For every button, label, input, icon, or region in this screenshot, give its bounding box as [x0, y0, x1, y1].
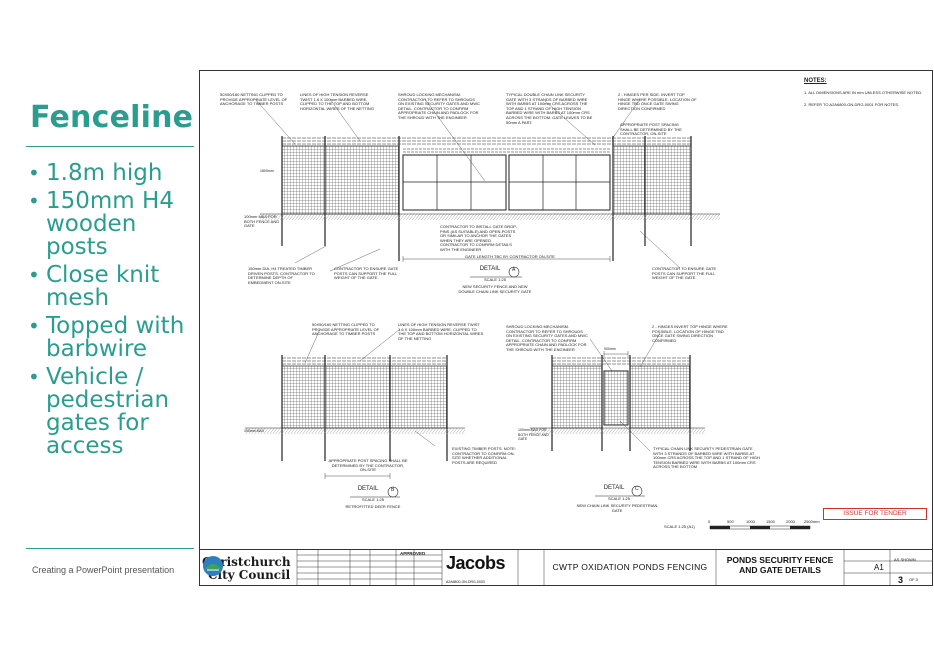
drawing-number: A2A6800-GN-DRG-0003 — [446, 580, 485, 584]
callout-text: CONTRACTOR TO INSTALL GATE DROP-PINS (AS… — [440, 224, 518, 252]
callout-text: APPROPRIATE POST SPACING SHALL BE DETERM… — [328, 458, 408, 473]
gate-leaf-right — [508, 154, 611, 211]
dimension-label: GATE LENGTH TBC BY CONTRACTOR ON-SITE — [465, 254, 555, 259]
bullet-dot-icon: • — [28, 161, 40, 185]
title-block: Christchurch City Council APPROVED Jacob… — [200, 549, 932, 585]
bullet-item: •Vehicle / pedestrian gates for access — [26, 366, 196, 458]
callout-text: TYPICAL DOUBLE CHAIN LINK SECURITY GATE … — [506, 92, 593, 125]
footer-divider — [26, 548, 194, 549]
bullet-item: •1.8m high — [26, 162, 196, 185]
callout-text: CONTRACTOR TO ENSURE GATE POSTS CAN SUPP… — [652, 266, 717, 281]
bullet-dot-icon: • — [28, 365, 40, 389]
detail-scale: SCALE 1:25 — [607, 496, 630, 501]
dimension-label: 1800mm — [260, 169, 274, 173]
callout-text: SHROUD LOCKING MECHANISM. CONTRACTOR TO … — [398, 92, 480, 120]
callout-text: 2 - HINGES PER SIDE. INVERT TOP HINGE WH… — [618, 92, 697, 111]
callout-text: EXISTING TIMBER POSTS. NOTE: CONTRACTOR … — [452, 446, 516, 465]
detail-label: DETAIL — [479, 266, 501, 272]
callout-text: 150mm DIA. H4 TREATED TIMBER DRIVEN POST… — [248, 266, 315, 285]
scale-tick: 0 — [708, 519, 711, 524]
bullet-dot-icon: • — [28, 314, 40, 338]
callout-text: LINES OF HIGH TENSION REVERSE TWIST 1.6 … — [398, 322, 484, 341]
bullet-item: •Close knit mesh — [26, 264, 196, 310]
bullet-dot-icon: • — [28, 263, 40, 287]
drawing-linework — [245, 98, 932, 585]
detail-caption: NEW CHAIN LINK SECURITY PEDESTRIAN GATE — [576, 503, 658, 513]
detail-caption: RETROFITTED DEER FENCE — [345, 504, 401, 509]
detail-caption: NEW SECURITY FENCE AND NEW DOUBLE CHAIN … — [458, 284, 532, 294]
client-logo: Christchurch City Council — [202, 555, 291, 582]
posts-a — [281, 136, 692, 261]
footer-text: Creating a PowerPoint presentation — [32, 565, 175, 575]
council-crest-icon — [203, 556, 223, 576]
scale-tick: 2000 — [786, 519, 795, 524]
detail-a-fence — [254, 98, 720, 278]
scale-bar — [709, 525, 811, 530]
note-item: 2. REFER TO A2A6800-GN-DRG-0001 FOR NOTE… — [804, 102, 900, 107]
drawing-sheet: NOTES: 1. ALL DIMENSIONS ARE IN mm UNLES… — [199, 70, 933, 586]
bullet-text: Close knit mesh — [46, 262, 160, 311]
consultant-logo: Jacobs — [446, 553, 506, 573]
callout-text: CONTRACTOR TO ENSURE GATE POSTS CAN SUPP… — [334, 266, 399, 281]
bullet-list: •1.8m high •150mm H4 wooden posts •Close… — [26, 162, 196, 463]
sheet-of: OF 3 — [909, 577, 918, 582]
approved-label: APPROVED — [400, 551, 426, 556]
title-divider — [26, 146, 194, 147]
detail-label: DETAIL — [357, 486, 379, 492]
detail-label: DETAIL — [603, 485, 625, 491]
bullet-dot-icon: • — [28, 189, 40, 213]
callout-text: SHROUD LOCKING MECHANISM. CONTRACTOR TO … — [506, 324, 588, 352]
scale-tick: 500 — [727, 519, 734, 524]
callout-text: 100mm MAX FOR BOTH FENCE AND GATE — [518, 428, 549, 442]
callout-text: 50X50/160 NETTING CLIPPED TO PROVIDE APP… — [312, 322, 380, 337]
callout-text: 2 - HINGES INVERT TOP HINGE WHERE POSSIB… — [652, 324, 728, 343]
scale-tick: 1000 — [746, 519, 755, 524]
bullet-text: 150mm H4 wooden posts — [46, 188, 174, 260]
dimension-label: 100mm MAX — [244, 429, 265, 433]
bullet-text: Topped with barbwire — [46, 313, 185, 362]
mesh-panel-left-a — [281, 145, 400, 215]
sheet-number: 3 — [898, 575, 904, 585]
scale-tick: 1500 — [766, 519, 775, 524]
scale-value: AS SHOWN — [894, 557, 916, 562]
callout-text: LINES OF HIGH TENSION REVERSE TWIST 1.6 … — [300, 92, 374, 111]
barbed-wire-a — [282, 137, 691, 145]
sheet-size: A1 — [874, 563, 884, 572]
mesh-panel-b — [281, 365, 448, 429]
bullet-text: Vehicle / pedestrian gates for access — [46, 364, 170, 459]
scale-tick: 2500mm — [804, 519, 820, 524]
detail-scale: SCALE 1:25 — [483, 277, 506, 282]
callout-text: 100mm MAX FOR BOTH FENCE AND GATE — [244, 214, 280, 229]
notes-heading: NOTES: — [804, 78, 827, 84]
note-item: 1. ALL DIMENSIONS ARE IN mm UNLESS OTHER… — [804, 90, 923, 95]
detail-letter: A — [512, 267, 516, 273]
title-block-grid — [296, 549, 932, 585]
bullet-item: •150mm H4 wooden posts — [26, 190, 196, 259]
detail-b-fence — [245, 328, 465, 498]
slide-title: Fenceline — [30, 100, 194, 135]
detail-letter: C — [635, 486, 639, 492]
detail-c-pedestrian-gate — [530, 332, 705, 497]
mesh-panel-right-a — [612, 145, 692, 215]
project-title: CWTP OXIDATION PONDS FENCING — [552, 562, 708, 572]
callout-text: APPROPRIATE POST SPACING SHALL BE DETERM… — [620, 122, 682, 137]
dimension-label: 900mm — [604, 347, 616, 351]
drawing-title: PONDS SECURITY FENCE AND GATE DETAILS — [726, 555, 834, 575]
bullet-text: 1.8m high — [46, 160, 163, 186]
scale-label: SCALE 1:25 (A1) — [664, 524, 695, 529]
detail-scale: SCALE 1:25 — [361, 497, 384, 502]
gate-leaf-left — [402, 154, 507, 211]
callout-text: TYPICAL CHAIN LINK SECURITY PEDESTRIAN G… — [653, 446, 760, 470]
issue-stamp: ISSUE FOR TENDER — [823, 508, 927, 520]
callout-text: 50X50/160 NETTING CLIPPED TO PROVIDE APP… — [220, 92, 288, 107]
detail-letter: B — [391, 487, 395, 493]
bullet-item: •Topped with barbwire — [26, 315, 196, 361]
